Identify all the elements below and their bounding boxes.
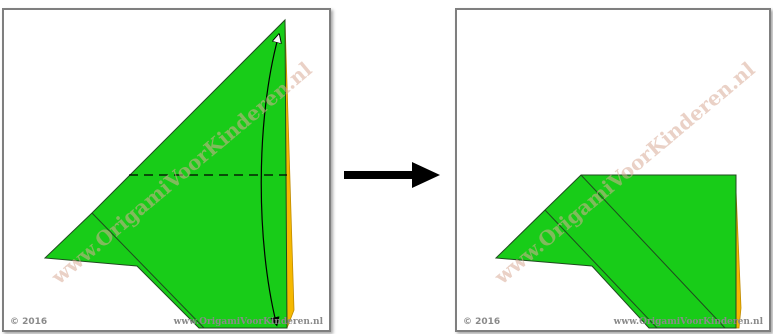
copyright-label: © 2016 [10,317,48,327]
origami-diagram-after: www.OrigamiVoorKinderen.nl [489,57,760,329]
website-label: www.OrigamiVoorKinderen.nl [613,317,763,327]
origami-diagram-before: www.OrigamiVoorKinderen.nl [43,18,317,329]
copyright-label: © 2016 [463,317,501,327]
right-arrow-icon [344,162,440,188]
step-panel-before: www.OrigamiVoorKinderen.nl © 2016 www.Or… [2,8,331,332]
paper-back-edge [735,189,742,329]
fold-crease [580,174,726,329]
step-panel-after: www.OrigamiVoorKinderen.nl © 2016 www.Or… [455,8,771,332]
double-headed-curved-arrow-icon [260,38,278,322]
fold-crease [91,212,205,329]
website-label: www.OrigamiVoorKinderen.nl [173,317,323,327]
fold-crease [544,209,658,329]
green-paper-shape [494,174,737,329]
